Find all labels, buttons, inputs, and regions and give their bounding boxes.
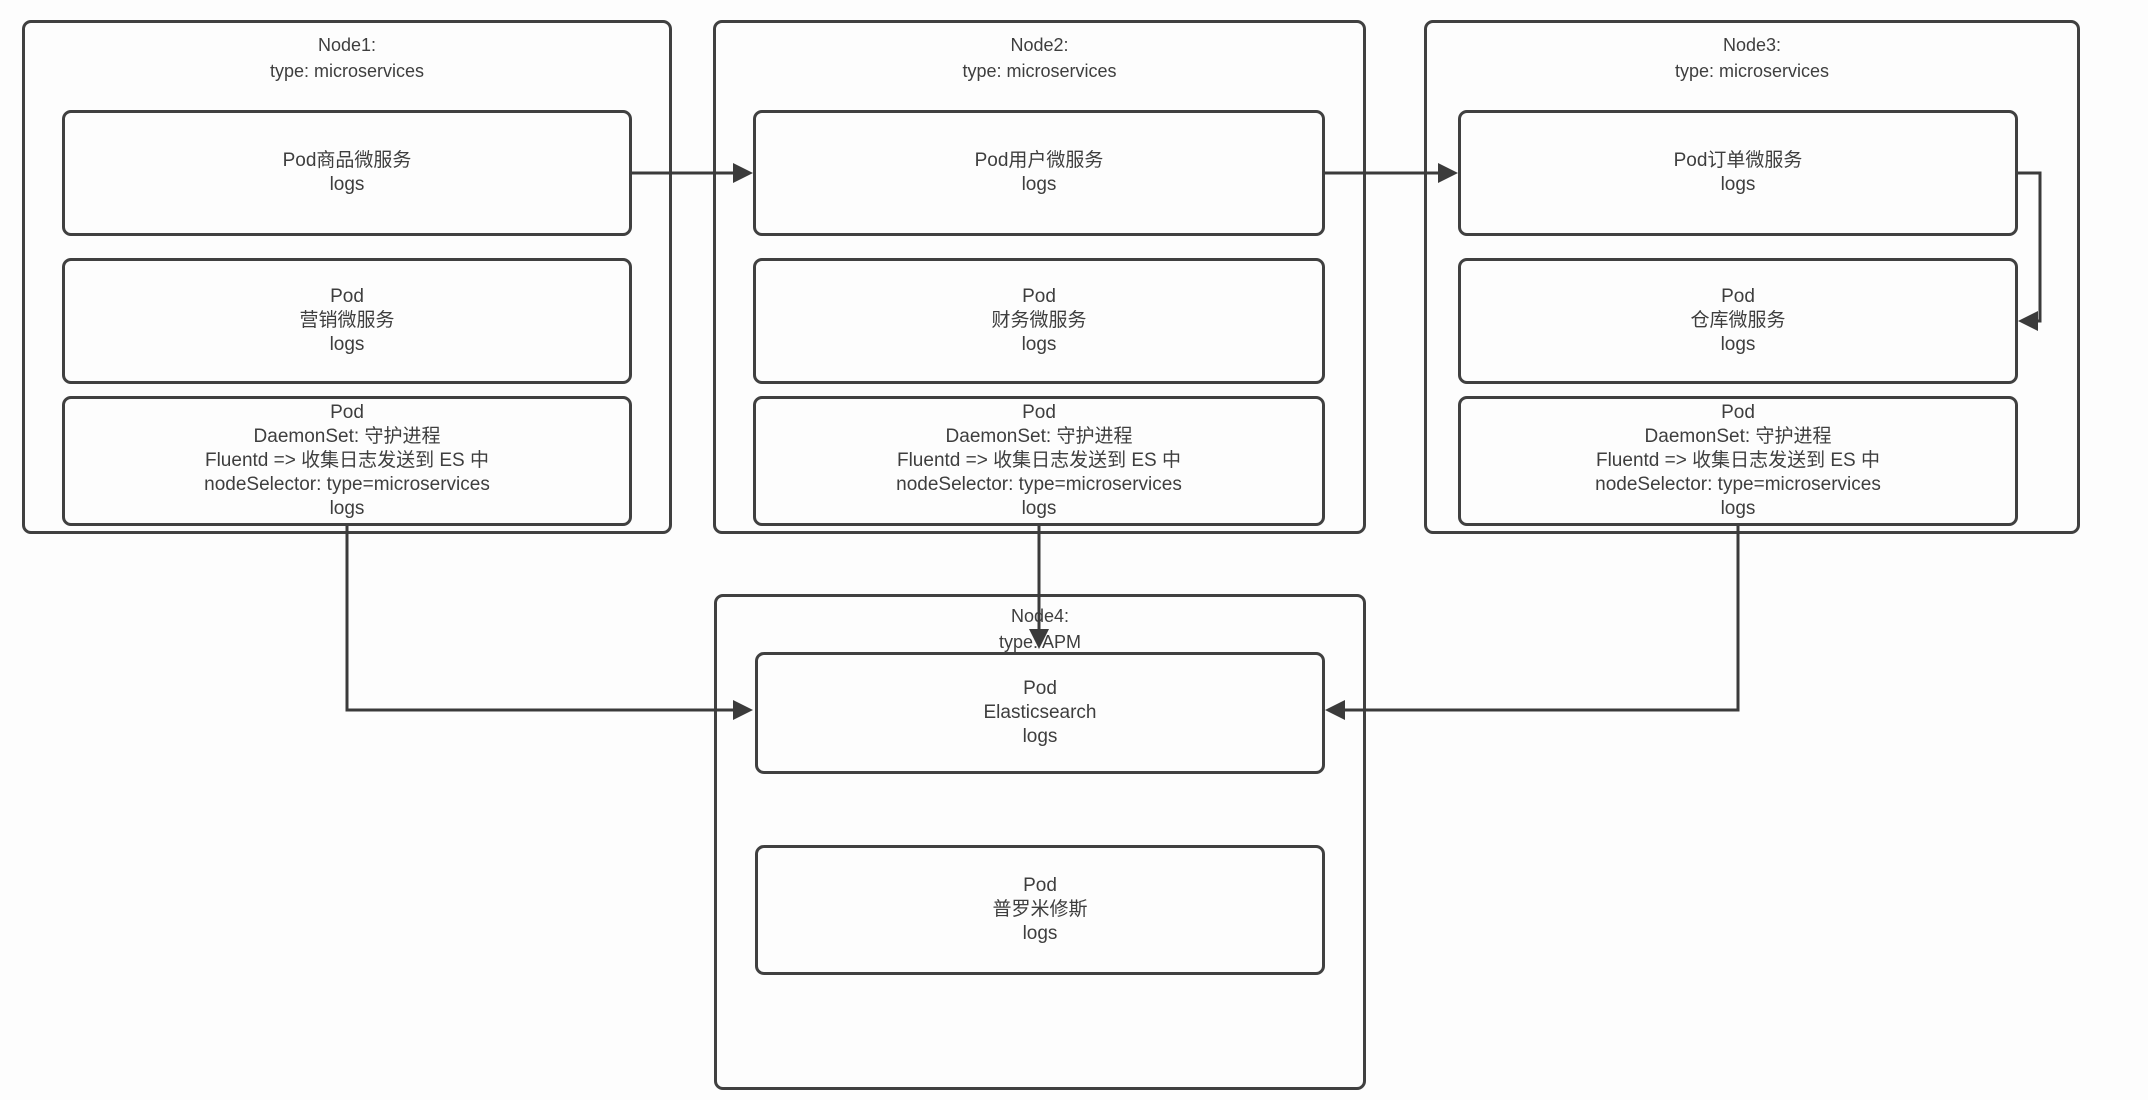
arrow-node1-to-elasticsearch xyxy=(345,526,753,720)
pod-line: Pod xyxy=(1721,286,1755,307)
node2-pod-daemonset-fluentd: Pod DaemonSet: 守护进程 Fluentd => 收集日志发送到 E… xyxy=(753,396,1325,526)
pod-line: 普罗米修斯 xyxy=(992,899,1088,920)
pod-line: Pod xyxy=(330,286,364,307)
node3-title-line1: Node3: xyxy=(1722,35,1782,55)
pod-line: logs xyxy=(1021,498,1057,519)
pod-line: Elasticsearch xyxy=(983,702,1097,723)
pod-line: Fluentd => 收集日志发送到 ES 中 xyxy=(896,450,1182,471)
pod-line: logs xyxy=(1720,174,1756,195)
pod-line: Fluentd => 收集日志发送到 ES 中 xyxy=(204,450,490,471)
pod-line: logs xyxy=(1022,923,1058,944)
pod-line: Pod xyxy=(1022,402,1056,423)
node1-title-line2: type: microservices xyxy=(269,61,425,81)
node2-pod-finance-service: Pod 财务微服务 logs xyxy=(753,258,1325,384)
node4-pod-prometheus: Pod 普罗米修斯 logs xyxy=(755,845,1325,975)
node3-title-line2: type: microservices xyxy=(1674,61,1830,81)
pod-line: DaemonSet: 守护进程 xyxy=(253,426,441,447)
node3-pod-daemonset-fluentd: Pod DaemonSet: 守护进程 Fluentd => 收集日志发送到 E… xyxy=(1458,396,2018,526)
pod-line: logs xyxy=(1021,174,1057,195)
node1-pod-product-service: Pod商品微服务 logs xyxy=(62,110,632,236)
pod-line: DaemonSet: 守护进程 xyxy=(1644,426,1832,447)
node4-title: Node4: type: APM xyxy=(717,597,1363,655)
pod-line: Pod订单微服务 xyxy=(1673,150,1803,171)
pod-line: DaemonSet: 守护进程 xyxy=(945,426,1133,447)
pod-line: Pod xyxy=(1023,678,1057,699)
arrow-node3-to-elasticsearch xyxy=(1325,526,1740,720)
node2-title: Node2: type: microservices xyxy=(716,23,1363,84)
node2: Node2: type: microservices Pod用户微服务 logs… xyxy=(713,20,1366,534)
node1: Node1: type: microservices Pod商品微服务 logs… xyxy=(22,20,672,534)
node3-pod-order-service: Pod订单微服务 logs xyxy=(1458,110,2018,236)
pod-line: Pod xyxy=(1721,402,1755,423)
pod-line: nodeSelector: type=microservices xyxy=(1595,474,1881,495)
pod-line: Pod xyxy=(1023,875,1057,896)
pod-line: logs xyxy=(329,174,365,195)
node2-title-line2: type: microservices xyxy=(962,61,1117,81)
pod-line: logs xyxy=(1021,334,1057,355)
pod-line: 营销微服务 xyxy=(299,310,395,331)
node4-title-line1: Node4: xyxy=(1010,606,1070,626)
pod-line: Pod商品微服务 xyxy=(282,150,412,171)
node2-pod-user-service: Pod用户微服务 logs xyxy=(753,110,1325,236)
pod-line: logs xyxy=(1022,726,1058,747)
node4: Node4: type: APM Pod Elasticsearch logs … xyxy=(714,594,1366,1090)
pod-line: Pod xyxy=(1022,286,1056,307)
node3: Node3: type: microservices Pod订单微服务 logs… xyxy=(1424,20,2080,534)
pod-line: Pod用户微服务 xyxy=(974,150,1104,171)
pod-line: nodeSelector: type=microservices xyxy=(204,474,490,495)
pod-line: 财务微服务 xyxy=(991,310,1087,331)
node1-pod-marketing-service: Pod 营销微服务 logs xyxy=(62,258,632,384)
pod-line: Pod xyxy=(330,402,364,423)
pod-line: logs xyxy=(1720,334,1756,355)
pod-line: logs xyxy=(329,498,365,519)
pod-line: logs xyxy=(329,334,365,355)
node2-title-line1: Node2: xyxy=(1010,35,1069,55)
node1-pod-daemonset-fluentd: Pod DaemonSet: 守护进程 Fluentd => 收集日志发送到 E… xyxy=(62,396,632,526)
pod-line: Fluentd => 收集日志发送到 ES 中 xyxy=(1595,450,1881,471)
node3-title: Node3: type: microservices xyxy=(1427,23,2077,84)
node4-pod-elasticsearch: Pod Elasticsearch logs xyxy=(755,652,1325,774)
node3-pod-warehouse-service: Pod 仓库微服务 logs xyxy=(1458,258,2018,384)
pod-line: 仓库微服务 xyxy=(1690,310,1786,331)
node1-title-line1: Node1: xyxy=(317,35,377,55)
pod-line: logs xyxy=(1720,498,1756,519)
pod-line: nodeSelector: type=microservices xyxy=(896,474,1182,495)
node1-title: Node1: type: microservices xyxy=(25,23,669,84)
